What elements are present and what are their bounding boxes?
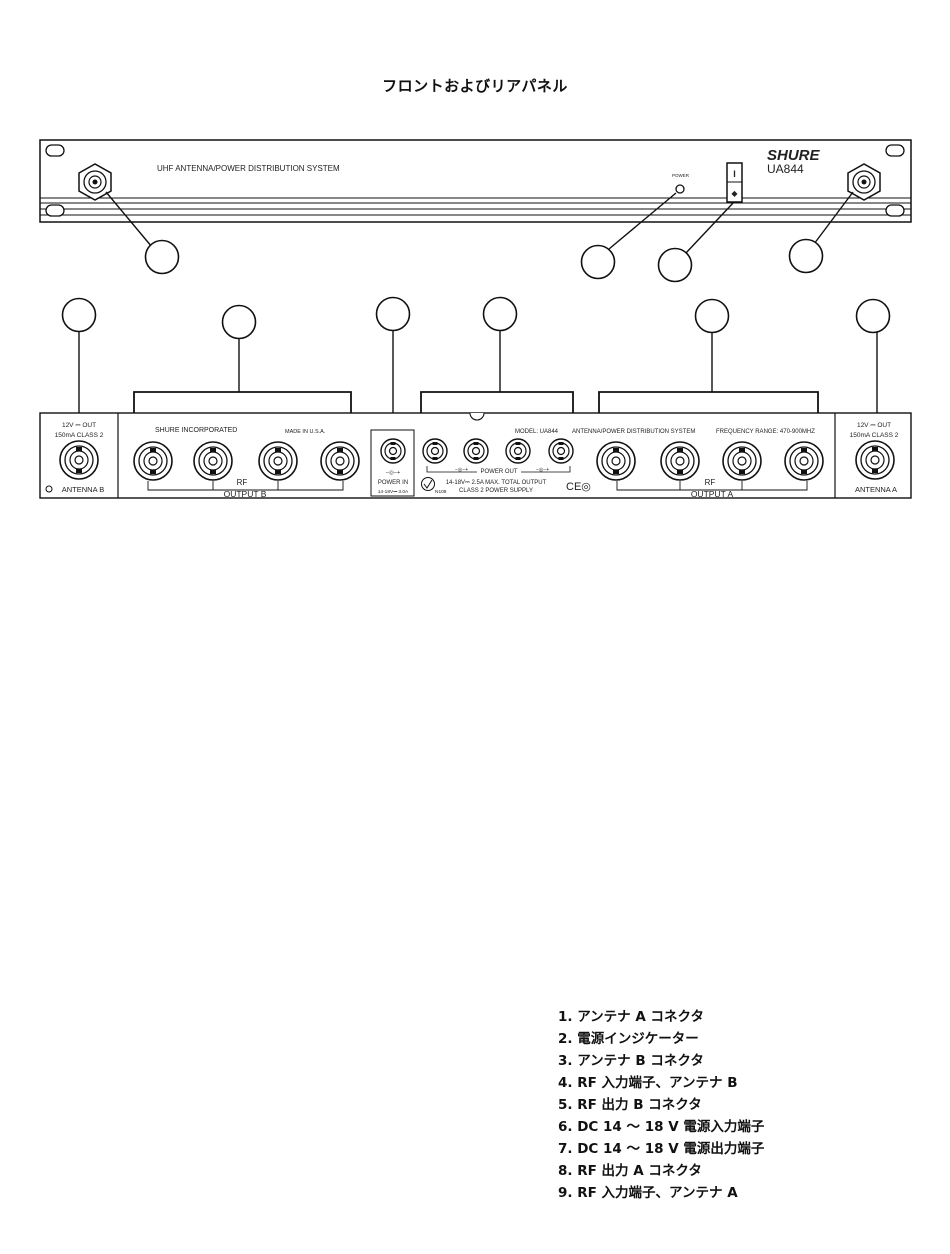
callout-circle (482, 296, 518, 332)
rear-antenna-b-section: 12V ⎓ OUT 150mA CLASS 2 ANTENNA B (45, 422, 105, 494)
power-out-connector[interactable] (422, 438, 448, 464)
rear-panel: 12V ⎓ OUT 150mA CLASS 2 ANTENNA B SHURE … (39, 412, 912, 499)
legend-item: 7. DC 14 ～ 18 V 電源出力端子 (558, 1141, 765, 1157)
front-panel: UHF ANTENNA/POWER DISTRIBUTION SYSTEM PO… (39, 139, 912, 223)
ce-mark: CE◎ (566, 481, 591, 493)
antenna-a-rating-1: 12V ⎓ OUT (857, 422, 891, 429)
certification-mark (421, 477, 435, 491)
callout-circle (694, 298, 730, 334)
power-out-connector[interactable] (463, 438, 489, 464)
callout-circle (221, 304, 257, 340)
output-a-label: OUTPUT A (691, 489, 734, 499)
switch-off-symbol: ◆ (731, 189, 738, 198)
legend-item: 3. アンテナ B コネクタ (558, 1053, 704, 1069)
rf-output-a-connector[interactable] (784, 441, 824, 481)
front-callouts (105, 191, 854, 283)
rf-output-a-connector[interactable] (660, 441, 700, 481)
callout-circle (580, 244, 616, 280)
power-out-rating-1: 14-18V⎓ 2.5A MAX. TOTAL OUTPUT (446, 480, 547, 486)
power-in-symbol: −◎−+ (386, 470, 400, 476)
switch-on-symbol: I (733, 169, 736, 179)
callout-circle (61, 297, 97, 333)
legend-item: 1. アンテナ A コネクタ (558, 1009, 704, 1025)
power-out-section: MODEL: UA844 −◎−+ −◎−+ POWER OUT 14-18V⎓… (421, 429, 591, 495)
page-title: フロントおよびリアパネル (382, 77, 568, 95)
front-system-label: UHF ANTENNA/POWER DISTRIBUTION SYSTEM (157, 164, 340, 173)
legend-list: 1. アンテナ A コネクタ 2. 電源インジケーター 3. アンテナ B コネ… (558, 1006, 764, 1204)
rack-slot (885, 144, 905, 157)
polarity-symbol: −◎−+ (455, 467, 468, 473)
rack-slot (885, 204, 905, 217)
power-in-connector[interactable] (380, 438, 406, 464)
rack-slot (45, 204, 65, 217)
antenna-b-label: ANTENNA B (62, 485, 105, 494)
callout-circle (788, 238, 824, 274)
cert-code: N108 (435, 489, 447, 495)
rf-output-b-connector[interactable] (258, 441, 298, 481)
callout-circle (144, 239, 180, 275)
rf-output-a-section: ANTENNA/POWER DISTRIBUTION SYSTEM FREQUE… (572, 429, 824, 499)
power-switch[interactable]: I ◆ (726, 162, 743, 203)
rf-output-b-section: SHURE INCORPORATED MADE IN U.S.A. RF OUT… (133, 427, 360, 499)
model-label: UA844 (767, 162, 804, 176)
rf-output-a-connector[interactable] (722, 441, 762, 481)
rf-output-b-connector[interactable] (193, 441, 233, 481)
antenna-a-rating-2: 150mA CLASS 2 (850, 432, 899, 439)
rf-a-label: RF (705, 478, 716, 487)
callout-circle (657, 247, 693, 283)
legend-item: 8. RF 出力 A コネクタ (558, 1163, 702, 1179)
ground-screw (45, 485, 53, 493)
rf-output-b-connector[interactable] (133, 441, 173, 481)
antenna-a-label: ANTENNA A (855, 485, 897, 494)
rf-b-label: RF (237, 478, 248, 487)
rf-output-b-connector[interactable] (320, 441, 360, 481)
rear-antenna-b-connector[interactable] (59, 440, 99, 480)
power-led (675, 184, 685, 194)
rear-antenna-a-connector[interactable] (855, 440, 895, 480)
callout-circle (375, 296, 411, 332)
output-b-label: OUTPUT B (224, 489, 267, 499)
model-number: MODEL: UA844 (515, 429, 559, 435)
legend-item: 9. RF 入力端子、アンテナ A (558, 1185, 738, 1201)
rack-slot (45, 144, 65, 157)
power-in-section: −◎−+ POWER IN 14-18V⎓ 3.0A (378, 438, 409, 495)
power-out-label: POWER OUT (481, 469, 518, 475)
frequency-range-label: FREQUENCY RANGE: 470-900MHZ (716, 429, 815, 435)
polarity-symbol: −◎−+ (536, 467, 549, 473)
power-led-label: POWER (672, 173, 690, 178)
maker-label: SHURE INCORPORATED (155, 427, 237, 434)
origin-label: MADE IN U.S.A. (285, 429, 326, 435)
rear-antenna-a-section: 12V ⎓ OUT 150mA CLASS 2 ANTENNA A (850, 422, 899, 494)
output-a-system-label: ANTENNA/POWER DISTRIBUTION SYSTEM (572, 429, 695, 435)
antenna-b-rating-2: 150mA CLASS 2 (55, 432, 104, 439)
rf-output-a-connector[interactable] (596, 441, 636, 481)
legend-item: 4. RF 入力端子、アンテナ B (558, 1075, 738, 1091)
power-in-rating: 14-18V⎓ 3.0A (378, 489, 409, 495)
brand-logo: SHURE (767, 147, 821, 164)
power-out-connector[interactable] (505, 438, 531, 464)
legend-item: 2. 電源インジケーター (558, 1031, 699, 1047)
power-out-rating-2: CLASS 2 POWER SUPPLY (459, 488, 533, 494)
legend-item: 5. RF 出力 B コネクタ (558, 1097, 702, 1113)
callout-circle (855, 298, 891, 334)
antenna-b-rating-1: 12V ⎓ OUT (62, 422, 96, 429)
power-in-label: POWER IN (378, 480, 408, 486)
legend-item: 6. DC 14 ～ 18 V 電源入力端子 (558, 1119, 765, 1135)
power-out-connector[interactable] (548, 438, 574, 464)
